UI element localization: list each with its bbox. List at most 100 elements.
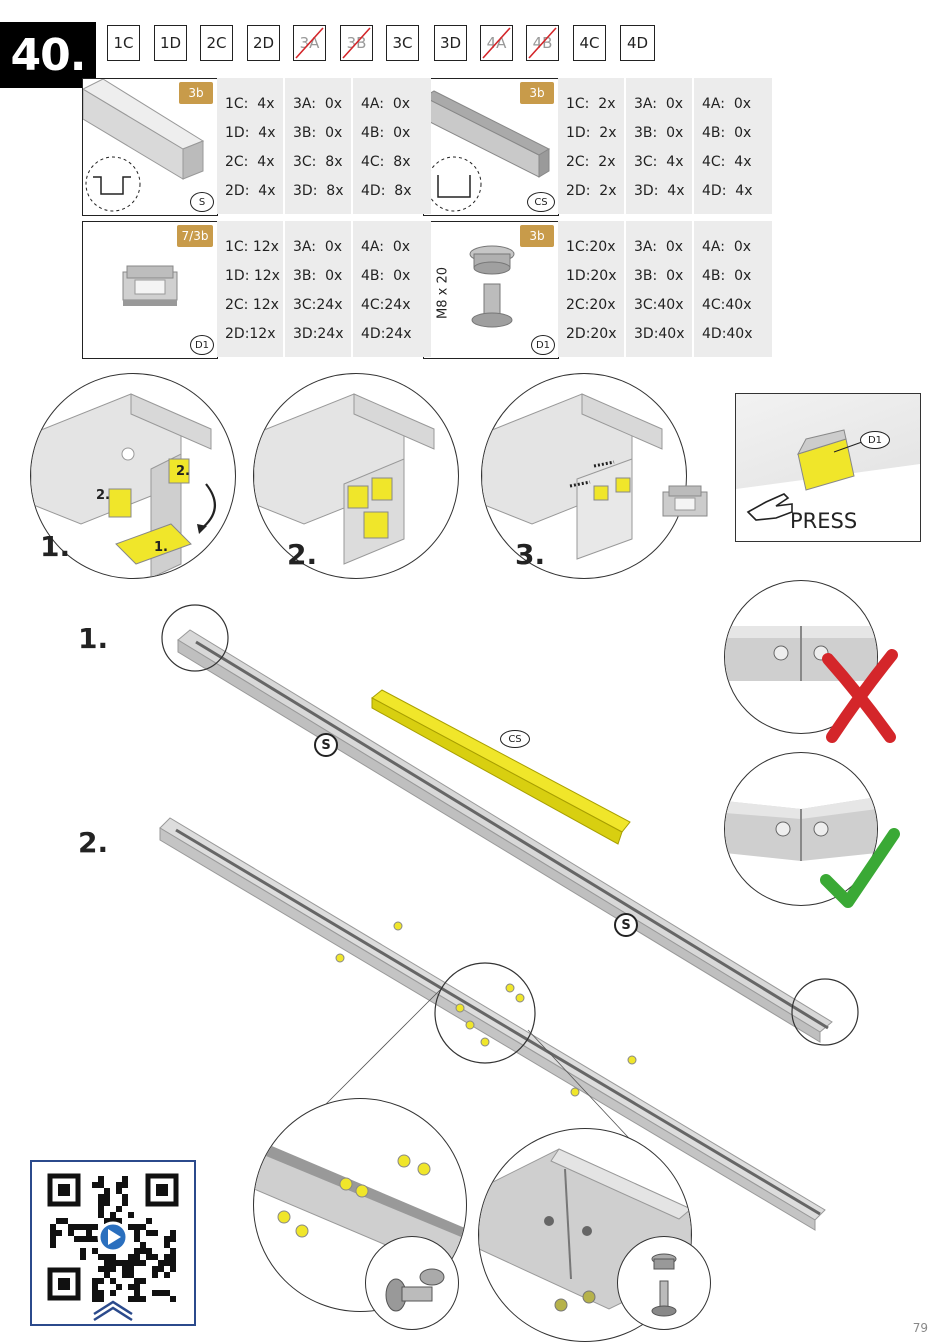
substep-1-label: 1. bbox=[40, 530, 71, 563]
detail-circle-right bbox=[724, 752, 878, 906]
right-join-illustration bbox=[725, 797, 877, 861]
part-image-channel-cs: 3b CS bbox=[423, 78, 559, 216]
detail-circle-folded bbox=[253, 373, 459, 579]
quantity-entry: 4A: 0x bbox=[702, 239, 752, 255]
fold-illustration bbox=[31, 393, 216, 578]
quantity-entry: 3A: 0x bbox=[634, 239, 684, 255]
qr-code-panel[interactable] bbox=[30, 1160, 196, 1326]
quantity-entry: 3D:24x bbox=[293, 326, 344, 342]
quantity-entry: 4D:40x bbox=[702, 326, 753, 342]
channel-illustration bbox=[424, 90, 551, 212]
variant-3a: 3A bbox=[293, 25, 326, 61]
bolt-size-label: M8 x 20 bbox=[435, 267, 451, 319]
quantity-entry: 4B: 0x bbox=[702, 125, 752, 141]
part-code-label: S bbox=[198, 196, 206, 208]
variant-label: 2C bbox=[206, 34, 227, 52]
quantity-entry: 3B: 0x bbox=[293, 268, 343, 284]
quantity-entry: 4C:40x bbox=[702, 297, 752, 313]
variant-label: 2D bbox=[252, 34, 275, 52]
box-badge: 3b bbox=[520, 82, 554, 104]
connector-illustration bbox=[122, 265, 178, 306]
part-image-connector-d1: 7/3b D1 bbox=[82, 221, 218, 359]
variant-2c: 2C bbox=[200, 25, 233, 61]
quantity-entry: 1D: 4x bbox=[225, 125, 276, 141]
detail-circle-nut-bolt bbox=[617, 1236, 711, 1330]
quantity-column: 3A: 0x 3B: 0x 3C:24x 3D:24x bbox=[285, 221, 351, 357]
variant-4d: 4D bbox=[620, 25, 655, 61]
cross-out-mark bbox=[528, 27, 557, 59]
quantity-entry: 3D:40x bbox=[634, 326, 685, 342]
variant-4c: 4C bbox=[573, 25, 606, 61]
quantity-entry: 1C:20x bbox=[566, 239, 616, 255]
part-image-bolt: M8 x 20 3b D1 bbox=[423, 221, 559, 359]
variant-2d: 2D bbox=[247, 25, 280, 61]
part-code-badge: D1 bbox=[531, 335, 555, 355]
variant-3d: 3D bbox=[434, 25, 467, 61]
press-illustration bbox=[736, 429, 920, 541]
box-badge: 3b bbox=[179, 82, 213, 104]
quantity-entry: 3A: 0x bbox=[293, 96, 343, 112]
quantity-entry: 4D: 8x bbox=[361, 183, 412, 199]
press-code-label: D1 bbox=[867, 434, 883, 446]
assembly-illustration bbox=[159, 604, 859, 1231]
part-code-label: D1 bbox=[535, 339, 551, 351]
quantity-entry: 4B: 0x bbox=[702, 268, 752, 284]
part-code-badge: S bbox=[190, 192, 214, 212]
variant-1d: 1D bbox=[154, 25, 187, 61]
quantity-entry: 4D:24x bbox=[361, 326, 412, 342]
quantity-entry: 2C: 2x bbox=[566, 154, 616, 170]
quantity-entry: 2D:12x bbox=[225, 326, 276, 342]
page-number: 79 bbox=[912, 1321, 928, 1335]
profile-illustration bbox=[83, 79, 205, 212]
cross-out-mark bbox=[342, 27, 371, 59]
variant-1c: 1C bbox=[107, 25, 140, 61]
quantity-entry: 3D: 4x bbox=[634, 183, 685, 199]
assembly-step-2-label: 2. bbox=[78, 826, 109, 859]
folded-illustration bbox=[254, 393, 435, 565]
detail-circle-joint bbox=[478, 1128, 692, 1342]
quantity-entry: 1D:20x bbox=[566, 268, 617, 284]
qr-code-icon bbox=[47, 1173, 179, 1322]
quantity-entry: 4C: 8x bbox=[361, 154, 411, 170]
cross-out-mark bbox=[482, 27, 511, 59]
quantity-entry: 4A: 0x bbox=[702, 96, 752, 112]
quantity-entry: 4C: 4x bbox=[702, 154, 752, 170]
part-code-label: D1 bbox=[194, 339, 210, 351]
quantity-entry: 3A: 0x bbox=[293, 239, 343, 255]
nut-bolt-illustration bbox=[651, 1253, 677, 1317]
cross-out-mark bbox=[295, 27, 324, 59]
variant-3b: 3B bbox=[340, 25, 373, 61]
quantity-entry: 4A: 0x bbox=[361, 96, 411, 112]
channel-code-label: CS bbox=[508, 733, 522, 745]
quantity-entry: 3C: 4x bbox=[634, 154, 684, 170]
quantity-entry: 4B: 0x bbox=[361, 125, 411, 141]
quantity-entry: 2D: 2x bbox=[566, 183, 617, 199]
quantity-entry: 3C:40x bbox=[634, 297, 684, 313]
quantity-entry: 2C: 4x bbox=[225, 154, 275, 170]
right-mark-icon bbox=[820, 828, 900, 908]
variant-label: 3C bbox=[392, 34, 413, 52]
press-panel: D1 PRESS bbox=[735, 393, 921, 542]
quantity-entry: 3B: 0x bbox=[634, 125, 684, 141]
variant-label: 3D bbox=[439, 34, 462, 52]
variant-label: 4D bbox=[626, 34, 649, 52]
quantity-column: 4A: 0x 4B: 0x 4C:40x 4D:40x bbox=[694, 221, 772, 357]
detail-circle-bolts bbox=[253, 1098, 467, 1312]
quantity-entry: 3D: 8x bbox=[293, 183, 344, 199]
box-badge: 7/3b bbox=[177, 225, 213, 247]
step-number: 40. bbox=[0, 22, 96, 88]
insert-illustration bbox=[482, 393, 663, 560]
quantity-entry: 3C:24x bbox=[293, 297, 343, 313]
quantity-column: 4A: 0x 4B: 0x 4C: 8x 4D: 8x bbox=[353, 78, 431, 214]
press-part-code: D1 bbox=[860, 431, 890, 449]
variant-label: 4C bbox=[579, 34, 600, 52]
box-badge: 3b bbox=[520, 225, 554, 247]
fold-label-2b: 2. bbox=[96, 488, 110, 503]
